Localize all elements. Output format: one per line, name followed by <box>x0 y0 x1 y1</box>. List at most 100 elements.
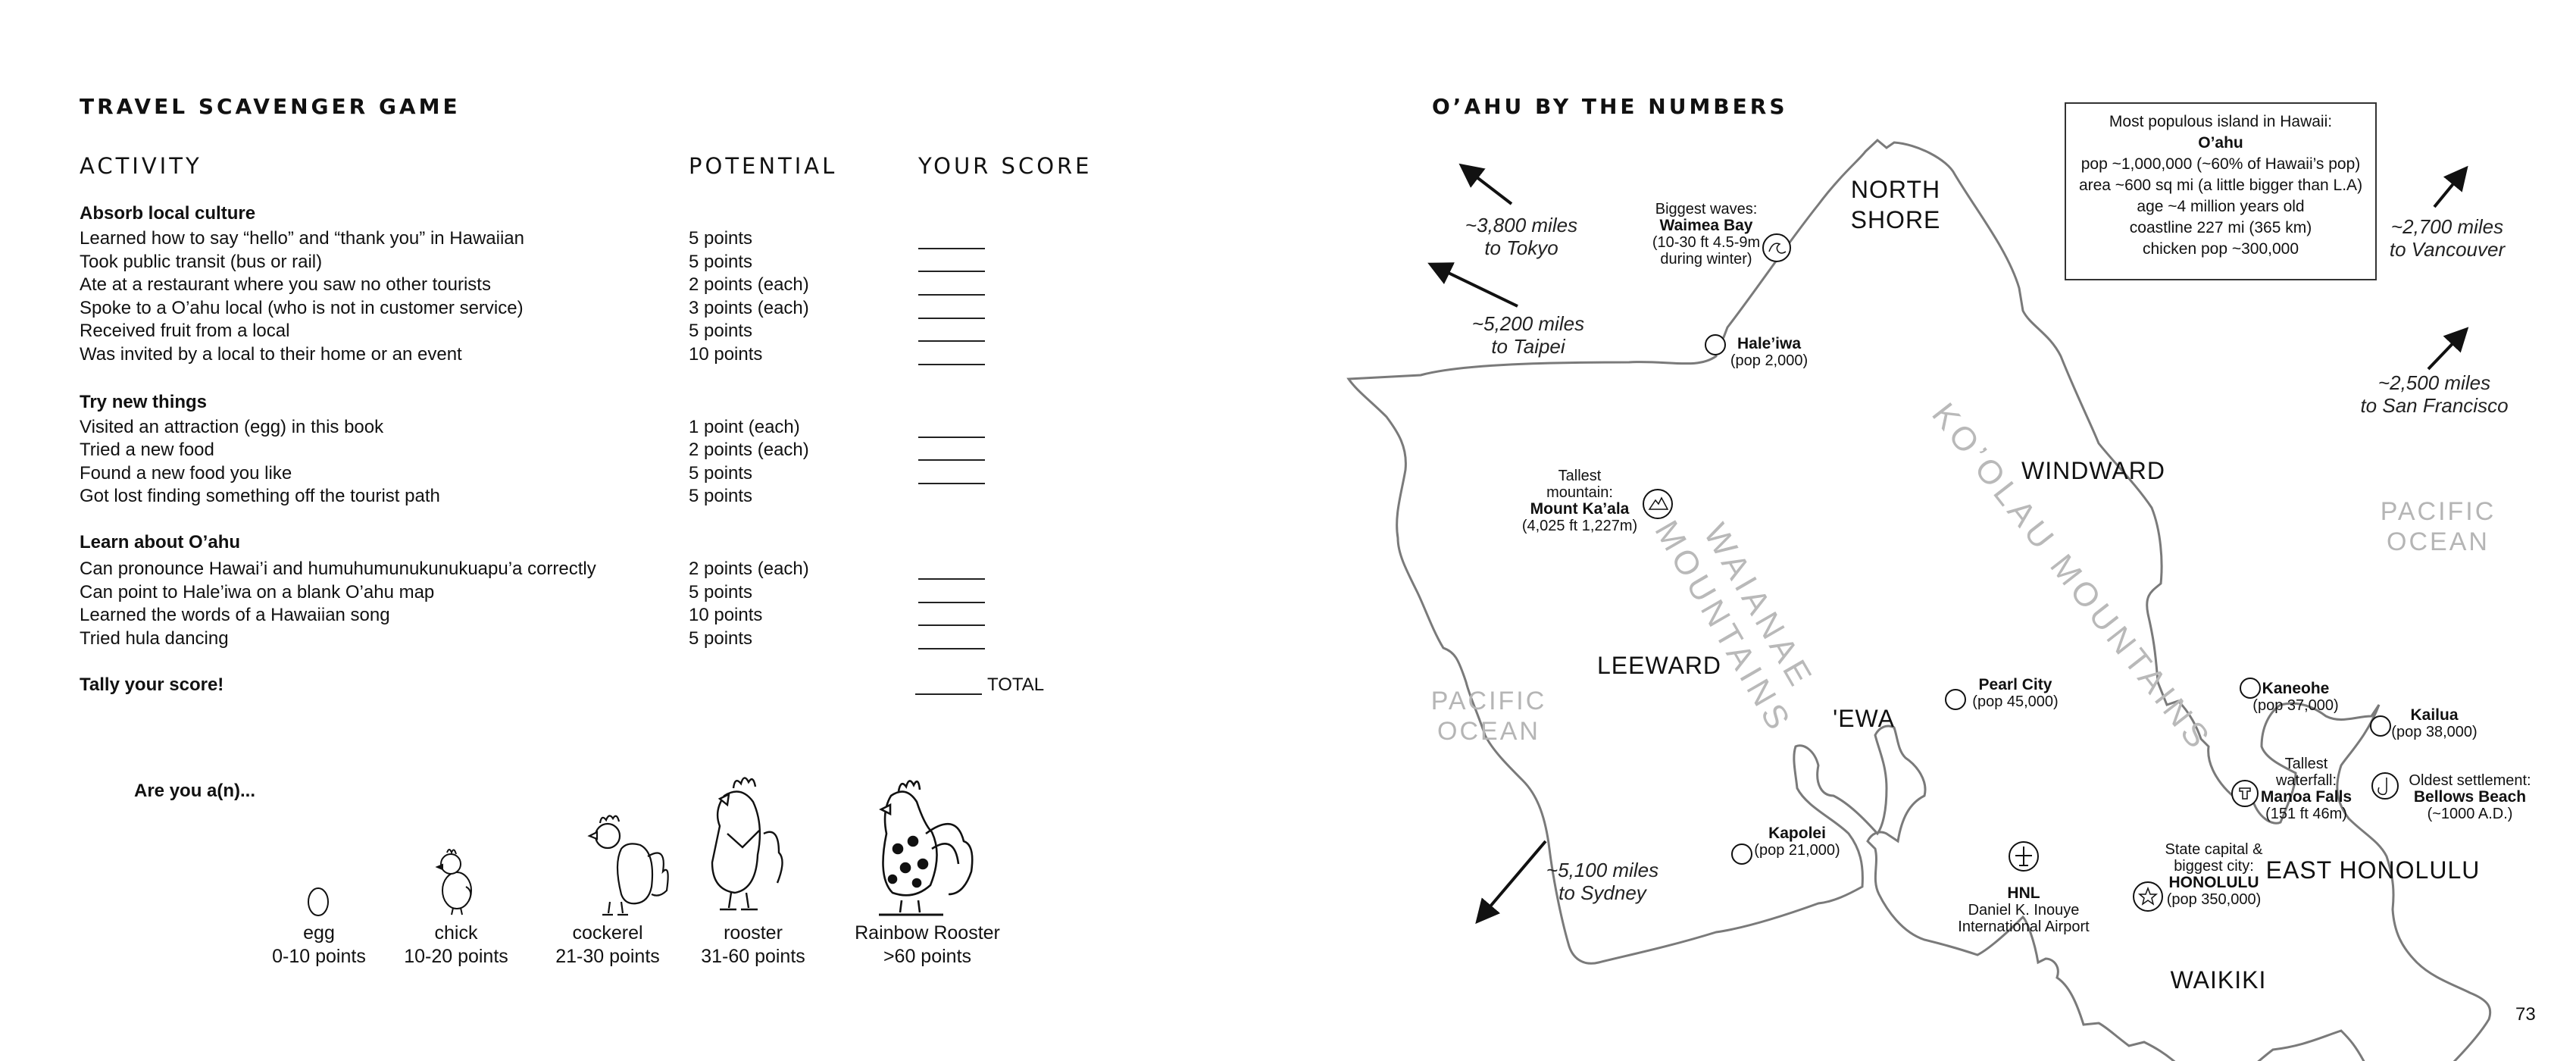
activity-label: Spoke to a O’ahu local (who is not in cu… <box>80 298 524 318</box>
ocean-line: OCEAN <box>2387 527 2490 556</box>
place-name: Manoa Falls <box>2260 788 2352 806</box>
score-blank[interactable] <box>918 624 985 626</box>
rank-egg: egg 0-10 points <box>236 922 402 969</box>
place-pre: Biggest waves: <box>1655 201 1758 218</box>
place-detail: (10-30 ft 4.5-9m <box>1652 234 1761 251</box>
place-detail: (4,025 ft 1,227m) <box>1521 518 1638 534</box>
distance-destination: to Vancouver <box>2389 238 2506 261</box>
place-name: Kailua <box>2410 706 2459 724</box>
section-heading: Try new things <box>80 392 208 412</box>
potential-points: 2 points (each) <box>689 440 809 460</box>
activity-label: Received fruit from a local <box>80 321 290 341</box>
distance-miles: ~2,500 miles <box>2377 371 2491 394</box>
place-detail: (~1000 A.D.) <box>2427 806 2513 822</box>
score-blank[interactable] <box>918 318 985 319</box>
column-header-potential: POTENTIAL <box>689 153 838 179</box>
place-pre: Oldest settlement: <box>2409 772 2531 789</box>
rank-range: 0-10 points <box>272 946 366 967</box>
score-blank[interactable] <box>918 340 985 342</box>
potential-points: 10 points <box>689 344 763 365</box>
distance-destination: to Tokyo <box>1484 236 1558 259</box>
distance-san-francisco: ~2,500 miles to San Francisco <box>2360 371 2508 417</box>
place-name: HNL <box>2007 884 2040 902</box>
cockerel-icon <box>587 815 669 916</box>
region-leeward: LEEWARD <box>1596 652 1722 679</box>
activity-label: Found a new food you like <box>80 463 292 484</box>
distance-destination: to Taipei <box>1491 335 1565 358</box>
fact-line: pop ~1,000,000 (~60% of Hawaii’s pop) <box>2080 155 2361 173</box>
section-heading: Learn about O’ahu <box>80 532 241 552</box>
activity-label: Tried a new food <box>80 440 214 460</box>
distance-sydney: ~5,100 miles to Sydney <box>1546 859 1658 904</box>
page-title: TRAVEL SCAVENGER GAME <box>80 94 461 119</box>
ocean-label-west: PACIFIC OCEAN <box>1431 686 1547 746</box>
fact-heading: Most populous island in Hawaii: <box>2109 113 2333 130</box>
place-pre: waterfall: <box>2275 772 2337 789</box>
total-score-blank[interactable] <box>915 693 982 695</box>
score-blank[interactable] <box>918 364 985 365</box>
place-detail: Daniel K. Inouye <box>1968 902 2080 919</box>
place-detail: (151 ft 46m) <box>2265 806 2347 822</box>
rank-name: egg <box>303 922 335 944</box>
place-bellows-beach: Oldest settlement: Bellows Beach (~1000 … <box>2409 772 2531 822</box>
place-name: Kaneohe <box>2262 680 2330 697</box>
distance-tokyo: ~3,800 miles to Tokyo <box>1465 214 1577 259</box>
activity-label: Can point to Hale’iwa on a blank O’ahu m… <box>80 582 435 602</box>
place-pearl-city: Pearl City (pop 45,000) <box>1972 676 2058 711</box>
potential-points: 1 point (each) <box>689 417 800 437</box>
distance-taipei: ~5,200 miles to Taipei <box>1472 312 1584 358</box>
score-blank[interactable] <box>918 294 985 296</box>
fact-island: O’ahu <box>2198 134 2243 152</box>
score-blank[interactable] <box>918 437 985 438</box>
score-blank[interactable] <box>918 648 985 649</box>
fact-line: area ~600 sq mi (a little bigger than L.… <box>2078 177 2363 194</box>
activity-label: Can pronounce Hawai’i and humuhumunukunu… <box>80 559 596 579</box>
score-blank[interactable] <box>918 578 985 580</box>
kailua-marker <box>2370 715 2391 737</box>
haleiwa-marker <box>1705 334 1726 355</box>
potential-points: 10 points <box>689 605 763 625</box>
rooster-icon <box>711 777 783 911</box>
rank-range: 31-60 points <box>701 946 805 967</box>
rank-name: chick <box>434 922 478 944</box>
place-name: Pearl City <box>1978 676 2052 693</box>
rank-name: Rainbow Rooster <box>855 922 1000 944</box>
potential-points: 5 points <box>689 252 753 272</box>
activity-label: Was invited by a local to their home or … <box>80 344 462 365</box>
score-blank[interactable] <box>918 248 985 249</box>
column-header-score: YOUR SCORE <box>918 153 1093 179</box>
place-name: Hale’iwa <box>1737 335 1802 352</box>
region-windward: WINDWARD <box>2021 457 2165 484</box>
rank-rooster: rooster 31-60 points <box>670 922 836 969</box>
score-blank[interactable] <box>918 602 985 603</box>
rank-name: rooster <box>724 922 783 944</box>
place-detail: (pop 21,000) <box>1754 842 1840 859</box>
distance-vancouver: ~2,700 miles to Vancouver <box>2390 215 2505 261</box>
kapolei-marker <box>1731 843 1752 865</box>
score-blank[interactable] <box>918 459 985 461</box>
place-detail: (pop 350,000) <box>2166 891 2262 908</box>
tally-label: Tally your score! <box>80 674 224 695</box>
place-detail: (pop 38,000) <box>2391 724 2478 740</box>
score-blank[interactable] <box>918 483 985 484</box>
place-kailua: Kailua (pop 38,000) <box>2391 706 2478 741</box>
activity-label: Tried hula dancing <box>80 628 229 649</box>
arrow-tokyo <box>1458 163 1513 205</box>
map-title: O’AHU BY THE NUMBERS <box>1432 94 1788 119</box>
place-pre: biggest city: <box>2174 858 2254 875</box>
activity-label: Learned how to say “hello” and “thank yo… <box>80 228 525 249</box>
place-pre: State capital & <box>2165 841 2263 858</box>
arrow-sydney <box>1475 840 1547 925</box>
rank-range: 10-20 points <box>404 946 508 967</box>
activity-label: Took public transit (bus or rail) <box>80 252 323 272</box>
potential-points: 5 points <box>689 463 753 484</box>
potential-points: 2 points (each) <box>689 274 809 295</box>
waterfall-icon <box>2231 780 2259 807</box>
rainbow-rooster-icon <box>879 780 974 916</box>
potential-points: 2 points (each) <box>689 559 809 579</box>
arrow-vancouver <box>2433 165 2468 208</box>
place-detail: International Airport <box>1958 919 2090 935</box>
kaneohe-marker <box>2240 678 2261 699</box>
ocean-line: PACIFIC <box>2380 497 2496 526</box>
score-blank[interactable] <box>918 271 985 272</box>
